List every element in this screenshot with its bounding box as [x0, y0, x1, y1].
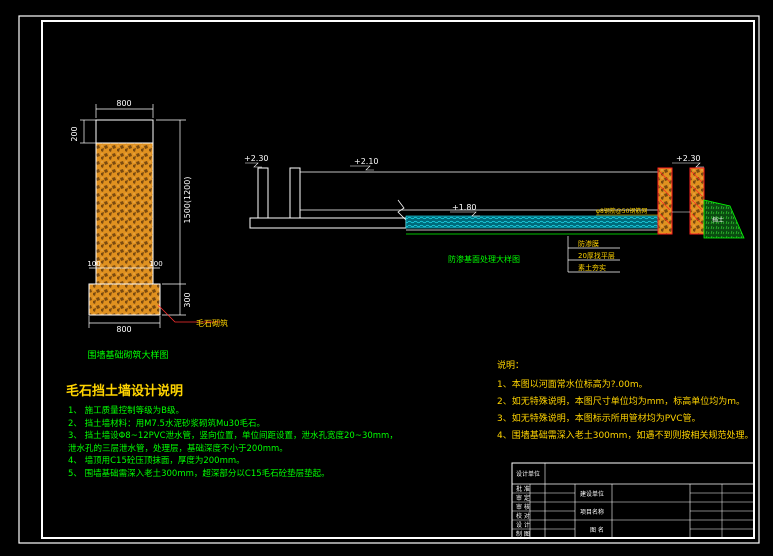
sheet-outer-frame: [18, 15, 760, 544]
tb-field-3: 图 名: [590, 526, 604, 534]
layer-1: 防渗膜: [578, 239, 599, 248]
note-item-1: 1、本图以河面常水位标高为?.00m。: [497, 380, 648, 390]
note-item-4: 4、围墙基础需深入老土300mm，如遇不到则按相关规范处理。: [497, 431, 754, 441]
offset-right-label: 100: [149, 260, 162, 268]
tb-row-2: 审 定: [516, 494, 530, 502]
width-top-label: 800: [116, 99, 131, 108]
side-label: 挡土: [712, 216, 724, 224]
title-block: 设计单位 批 准 审 定 审 核 校 对 设 计 制 图 建设单位 项目名称 图…: [511, 462, 755, 539]
rubble-label: 毛石砌筑: [196, 318, 228, 328]
elev-left: +2.30: [244, 154, 269, 163]
note-item-3: 3、如无特殊说明，本图标示所用管材均为PVC管。: [497, 414, 701, 424]
sheet-inner-frame: [41, 20, 755, 539]
note-item-2: 2、如无特殊说明，本图尺寸单位均为mm，标高单位均为m。: [497, 397, 746, 407]
tb-row-3: 审 核: [516, 503, 530, 511]
design-item-1: 1、 施工质量控制等级为B级。: [68, 406, 184, 416]
section-detail: +2.30 +2.10 +1.80 +2.30 φ8钢筋@50钢筋网 挡土 防渗…: [244, 154, 745, 273]
rebar-note: φ8钢筋@50钢筋网: [596, 207, 647, 215]
design-item-4: 泄水孔的三层泄水管，处理层，基础深度不小于200mm。: [68, 443, 288, 454]
tb-field-2: 项目名称: [580, 508, 604, 516]
base-slab: [249, 217, 407, 229]
cap-height-label: 200: [70, 126, 79, 141]
design-notes: 毛石挡土墙设计说明 1、 施工质量控制等级为B级。 2、 挡土墙材料：用M7.5…: [66, 380, 398, 480]
width-bottom-label: 800: [116, 325, 131, 334]
section-caption: 防渗基面处理大样图: [448, 254, 520, 264]
detail-caption: 围墙基础砌筑大样图: [87, 349, 168, 361]
tb-header: 设计单位: [516, 470, 540, 478]
tb-row-6: 制 图: [516, 530, 530, 538]
soil-fill: [703, 199, 745, 239]
tb-row-4: 校 对: [516, 512, 530, 520]
wall-cap: [95, 119, 154, 144]
notes-title: 说明：: [497, 361, 525, 371]
design-title: 毛石挡土墙设计说明: [66, 384, 184, 399]
offset-left-label: 100: [87, 260, 100, 268]
elev-right: +2.30: [676, 154, 701, 163]
elev-water: +1.80: [452, 203, 477, 212]
design-item-2: 2、 挡土墙材料：用M7.5水泥砂浆砌筑Mu30毛石。: [68, 418, 266, 429]
elev-mid: +2.10: [354, 157, 379, 166]
design-item-6: 5、 围墙基础需深入老土300mm，超深部分以C15毛石砼垫层垫起。: [68, 468, 330, 479]
tb-field-1: 建设单位: [580, 490, 604, 498]
design-item-5: 4、 墙顶用C15砼压顶抹面，厚度为200mm。: [68, 456, 245, 466]
general-notes: 说明： 1、本图以河面常水位标高为?.00m。 2、如无特殊说明，本图尺寸单位均…: [497, 358, 753, 445]
wall-height-label: 1500(1200): [183, 177, 192, 224]
wall-body: [95, 142, 154, 285]
wall-detail: 800 200 1500(1200) 300 100 100 800 毛石砌筑 …: [70, 99, 228, 361]
layer-2: 20厚找平层: [578, 251, 615, 260]
wall-foundation: [88, 283, 161, 316]
foundation-height-label: 300: [183, 292, 192, 307]
design-item-3: 3、 挡土墙设Φ8~12PVC泄水管，竖向位置，单位间距设置，泄水孔宽度20~3…: [68, 431, 398, 441]
layer-3: 素土夯实: [578, 263, 606, 272]
tb-row-1: 批 准: [516, 485, 530, 493]
water-layer: [405, 215, 659, 229]
tb-row-5: 设 计: [516, 521, 530, 529]
